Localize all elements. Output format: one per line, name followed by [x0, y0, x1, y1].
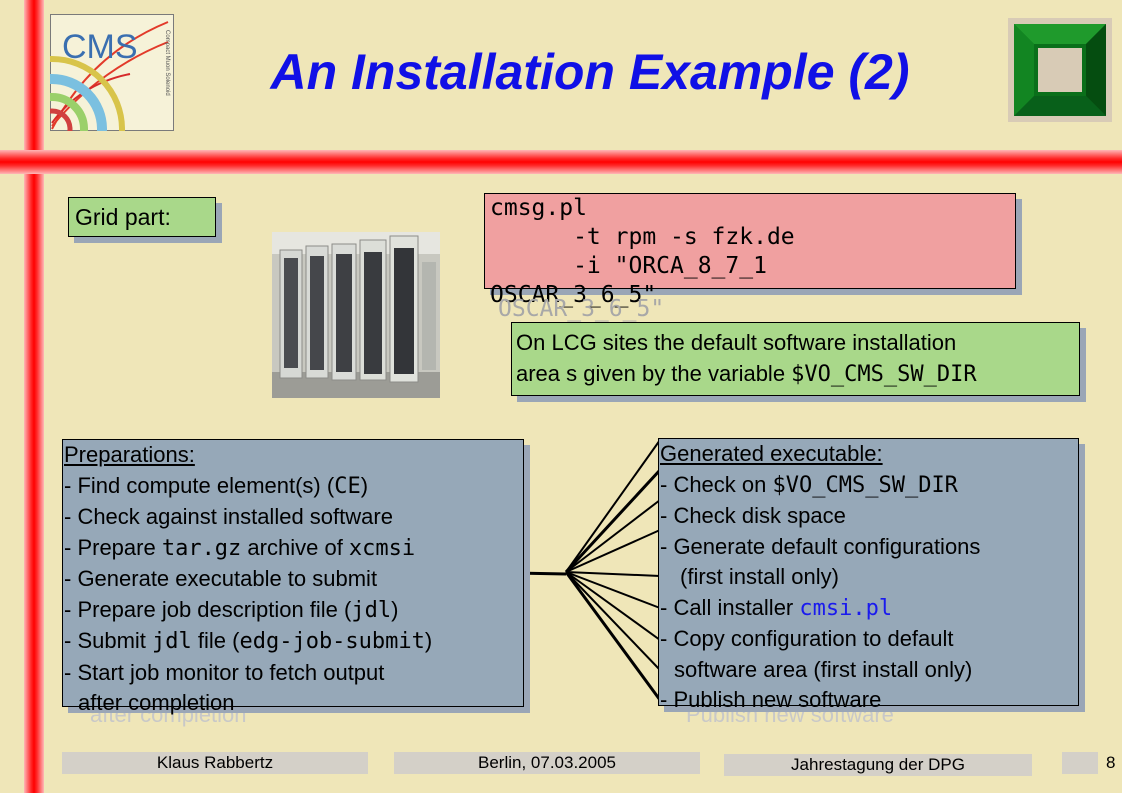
generated-item: - Call installer cmsi.pl: [660, 593, 1078, 625]
preparations-item-text: - Find compute element(s) (: [64, 472, 335, 498]
generated-item-text: - Call installer: [660, 594, 800, 620]
jdl-code: jdl: [351, 597, 392, 623]
lcg-note-line-2: area s given by the variable $VO_CMS_SW_…: [516, 358, 1079, 390]
edg-job-submit-code: edg-job-submit: [239, 629, 425, 654]
generated-item: - Copy configuration to default: [660, 626, 954, 651]
lcg-note-line-1: On LCG sites the default software instal…: [516, 330, 957, 355]
command-ghost-text: OSCAR_3_6_5": [498, 296, 665, 322]
preparations-item: - Prepare tar.gz archive of xcmsi: [64, 533, 523, 565]
command-box: cmsg.pl -t rpm -s fzk.de -i "ORCA_8_7_1 …: [484, 193, 1016, 308]
preparations-item: - Submit jdl file (edg-job-submit): [64, 626, 523, 658]
grid-part-label: Grid part:: [68, 197, 216, 237]
footer-event: Jahrestagung der DPG: [724, 754, 1032, 776]
xcmsi-code: xcmsi: [348, 535, 416, 561]
preparations-item: - Start job monitor to fetch output: [64, 659, 385, 685]
preparations-panel: Preparations: - Find compute element(s) …: [62, 439, 524, 715]
preparations-item: - Check against installed software: [64, 504, 393, 529]
tar-gz-code: tar.gz: [161, 535, 242, 561]
footer-place-date: Berlin, 07.03.2005: [394, 752, 700, 774]
preparations-item-end: ): [391, 596, 399, 622]
generated-item: (first install only): [660, 562, 1078, 593]
preparations-item-text: - Submit: [64, 628, 153, 653]
cms-logo-text: CMS: [62, 28, 138, 66]
preparations-item: after completion: [64, 688, 523, 719]
preparations-heading: Preparations:: [64, 442, 195, 467]
vertical-red-bar: [24, 0, 44, 793]
preparations-item-end: ): [360, 472, 369, 498]
server-racks-photo: [272, 232, 440, 398]
generated-item-text: - Check on: [660, 471, 773, 497]
generated-item-text: software area (first install only): [674, 656, 973, 682]
generated-item: - Check disk space: [660, 503, 846, 528]
command-line-4: OSCAR_3_6_5": [490, 282, 657, 308]
cms-logo-subtext: Compact Muon Solenoid: [164, 30, 170, 96]
jdl-code: jdl: [152, 629, 192, 654]
preparations-item: - Generate executable to submit: [64, 566, 378, 591]
generated-item: - Publish new software: [660, 687, 882, 712]
generated-ghost-text: Publish new software: [686, 702, 894, 727]
preparations-item-text: archive of: [241, 534, 349, 560]
preparations-item-text: - Prepare: [64, 534, 162, 560]
preparations-item-end: ): [424, 628, 433, 653]
preparations-item-text: - Prepare job description file (: [64, 596, 352, 622]
preparations-item-text: file (: [191, 628, 240, 653]
university-logo: [1008, 18, 1112, 122]
command-line-2: -t rpm -s fzk.de: [490, 224, 795, 250]
generated-item: software area (first install only): [660, 655, 1078, 686]
command-line-1: cmsg.pl: [490, 195, 587, 221]
generated-item: - Check on $VO_CMS_SW_DIR: [660, 470, 1078, 502]
cmsi-pl-code: cmsi.pl: [799, 595, 893, 621]
vo-cms-sw-dir-code: $VO_CMS_SW_DIR: [772, 472, 958, 498]
lcg-note-box: On LCG sites the default software instal…: [511, 322, 1080, 396]
preparations-item-text: after completion: [78, 690, 235, 715]
generated-executable-panel: Generated executable: - Check on $VO_CMS…: [658, 438, 1079, 712]
lcg-note-line-2-text: area s given by the variable: [516, 361, 792, 386]
preparations-item: - Prepare job description file (jdl): [64, 595, 523, 627]
command-line-3: -i "ORCA_8_7_1: [490, 253, 767, 279]
preparations-item: - Find compute element(s) (CE): [64, 471, 523, 503]
generated-heading: Generated executable:: [660, 441, 883, 466]
slide-title: An Installation Example (2): [270, 44, 910, 100]
ce-code: CE: [334, 473, 361, 499]
footer-author: Klaus Rabbertz: [62, 752, 368, 774]
generated-item-text: (first install only): [680, 564, 839, 589]
cms-logo: CMS Compact Muon Solenoid: [50, 14, 174, 131]
generated-item: - Generate default configurations: [660, 533, 981, 559]
horizontal-red-bar: [0, 150, 1122, 174]
page-number: 8: [1106, 753, 1116, 772]
footer-page-box: [1062, 752, 1098, 774]
vo-cms-sw-dir-variable: $VO_CMS_SW_DIR: [791, 362, 977, 387]
